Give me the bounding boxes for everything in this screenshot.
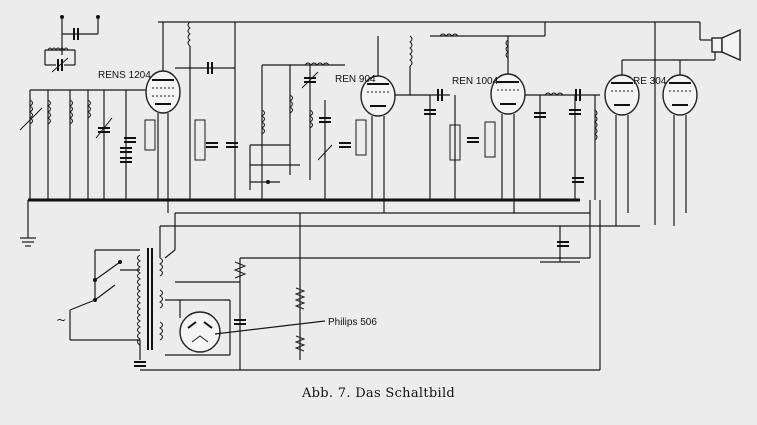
tube-ren904 bbox=[338, 36, 396, 213]
tube-ren1004 bbox=[484, 36, 526, 213]
rectifier-tube bbox=[165, 299, 231, 356]
label-tube4: RE 304 bbox=[633, 76, 667, 87]
loudspeaker-icon bbox=[700, 28, 741, 62]
label-tube2: REN 904 bbox=[335, 74, 376, 85]
input-coils bbox=[19, 89, 150, 200]
label-tube1: RENS 1204 bbox=[98, 70, 151, 81]
label-tube3: REN 1004 bbox=[452, 76, 499, 87]
ac-mains-symbol: ~ bbox=[56, 312, 66, 327]
choke-1 bbox=[187, 21, 191, 47]
aerial-terminals bbox=[44, 15, 100, 73]
label-rectifier: Philips 506 bbox=[328, 317, 377, 328]
tube-re304-a bbox=[604, 74, 640, 226]
tube-rens1204 bbox=[145, 22, 181, 213]
tube-re304-b bbox=[621, 59, 715, 226]
mains-switch bbox=[69, 249, 140, 341]
figure-caption: Abb. 7. Das Schaltbild bbox=[301, 386, 456, 401]
choke-2 bbox=[409, 35, 413, 67]
power-transformer bbox=[137, 248, 163, 350]
smoothing-choke bbox=[233, 261, 247, 279]
earth-symbol bbox=[20, 237, 36, 247]
stage2-coupling bbox=[249, 62, 345, 200]
